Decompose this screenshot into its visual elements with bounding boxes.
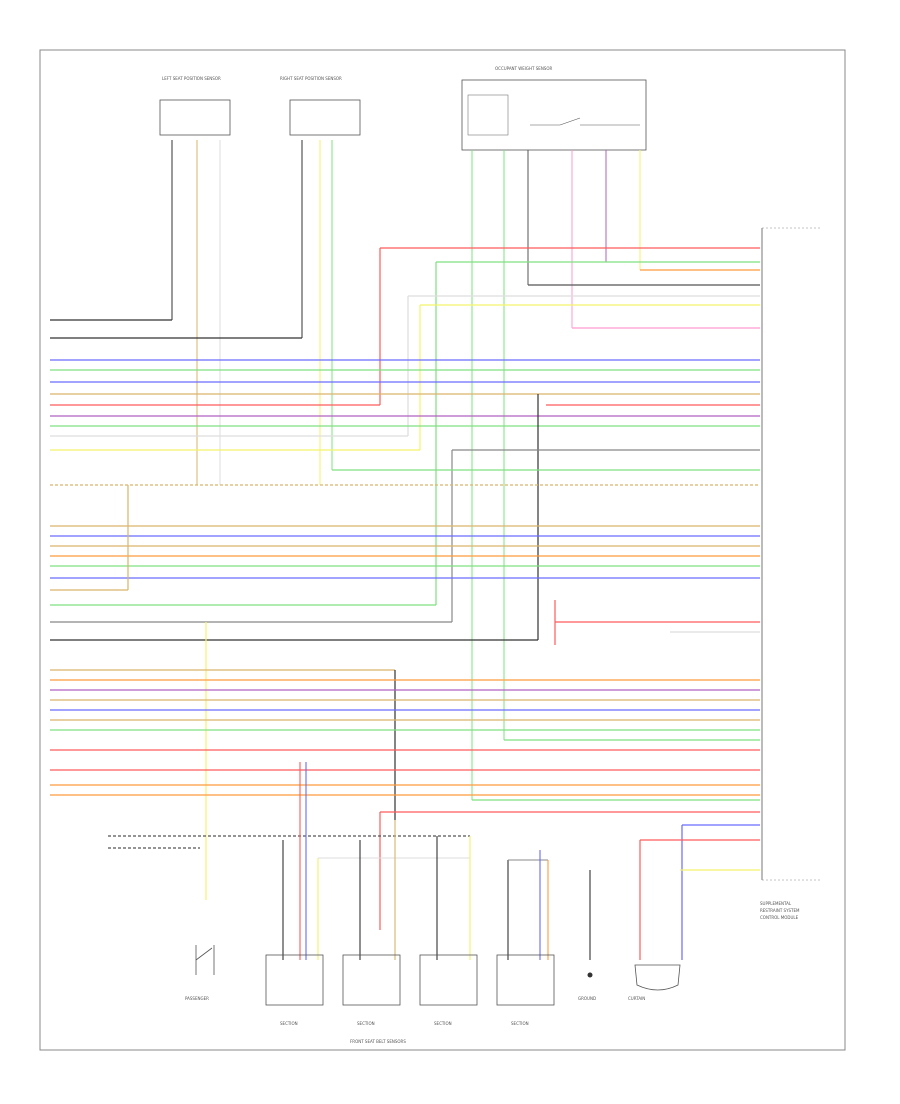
seat-belt-tensioner-3: SECTION bbox=[419, 954, 478, 1026]
seat-belt-tensioner-4: SECTION bbox=[496, 954, 555, 1026]
tensioner-wiring bbox=[282, 762, 591, 960]
srs-control-module: SUPPLEMENTAL RESTRAINT SYSTEM CONTROL MO… bbox=[760, 227, 820, 920]
seat-belt-tensioner-1: SECTION bbox=[265, 954, 324, 1026]
svg-text:OCCUPANT WEIGHT SENSOR: OCCUPANT WEIGHT SENSOR bbox=[495, 66, 552, 71]
left-seat-sensor: LEFT SEAT POSITION SENSOR bbox=[159, 76, 231, 136]
svg-text:RIGHT SEAT POSITION SENSOR: RIGHT SEAT POSITION SENSOR bbox=[280, 76, 342, 81]
svg-text:SECTION: SECTION bbox=[357, 1021, 375, 1026]
svg-text:PASSENGER: PASSENGER bbox=[185, 996, 209, 1001]
svg-text:SECTION: SECTION bbox=[511, 1021, 529, 1026]
svg-text:SECTION: SECTION bbox=[280, 1021, 298, 1026]
svg-text:RESTRAINT SYSTEM: RESTRAINT SYSTEM bbox=[760, 908, 800, 913]
seat-belt-group-label: FRONT SEAT BELT SENSORS bbox=[350, 1039, 406, 1044]
seat-belt-tensioner-2: SECTION bbox=[342, 954, 401, 1026]
inflatable-curtain-module: CURTAIN bbox=[628, 964, 681, 1001]
svg-text:GROUND: GROUND bbox=[578, 996, 596, 1001]
ground-point: GROUND bbox=[578, 972, 596, 1001]
occupant-weight-sensor: OCCUPANT WEIGHT SENSOR bbox=[461, 66, 647, 151]
right-seat-sensor: RIGHT SEAT POSITION SENSOR bbox=[280, 76, 361, 136]
svg-text:CONTROL MODULE: CONTROL MODULE bbox=[760, 915, 799, 920]
svg-text:CURTAIN: CURTAIN bbox=[628, 996, 645, 1001]
svg-text:LEFT SEAT POSITION SENSOR: LEFT SEAT POSITION SENSOR bbox=[162, 76, 221, 81]
svg-text:SECTION: SECTION bbox=[434, 1021, 452, 1026]
passenger-seat-belt-switch: PASSENGER bbox=[185, 945, 215, 1001]
diagram-border bbox=[39, 49, 846, 1051]
svg-text:SUPPLEMENTAL: SUPPLEMENTAL bbox=[760, 901, 792, 906]
wire-bundle bbox=[50, 247, 760, 960]
